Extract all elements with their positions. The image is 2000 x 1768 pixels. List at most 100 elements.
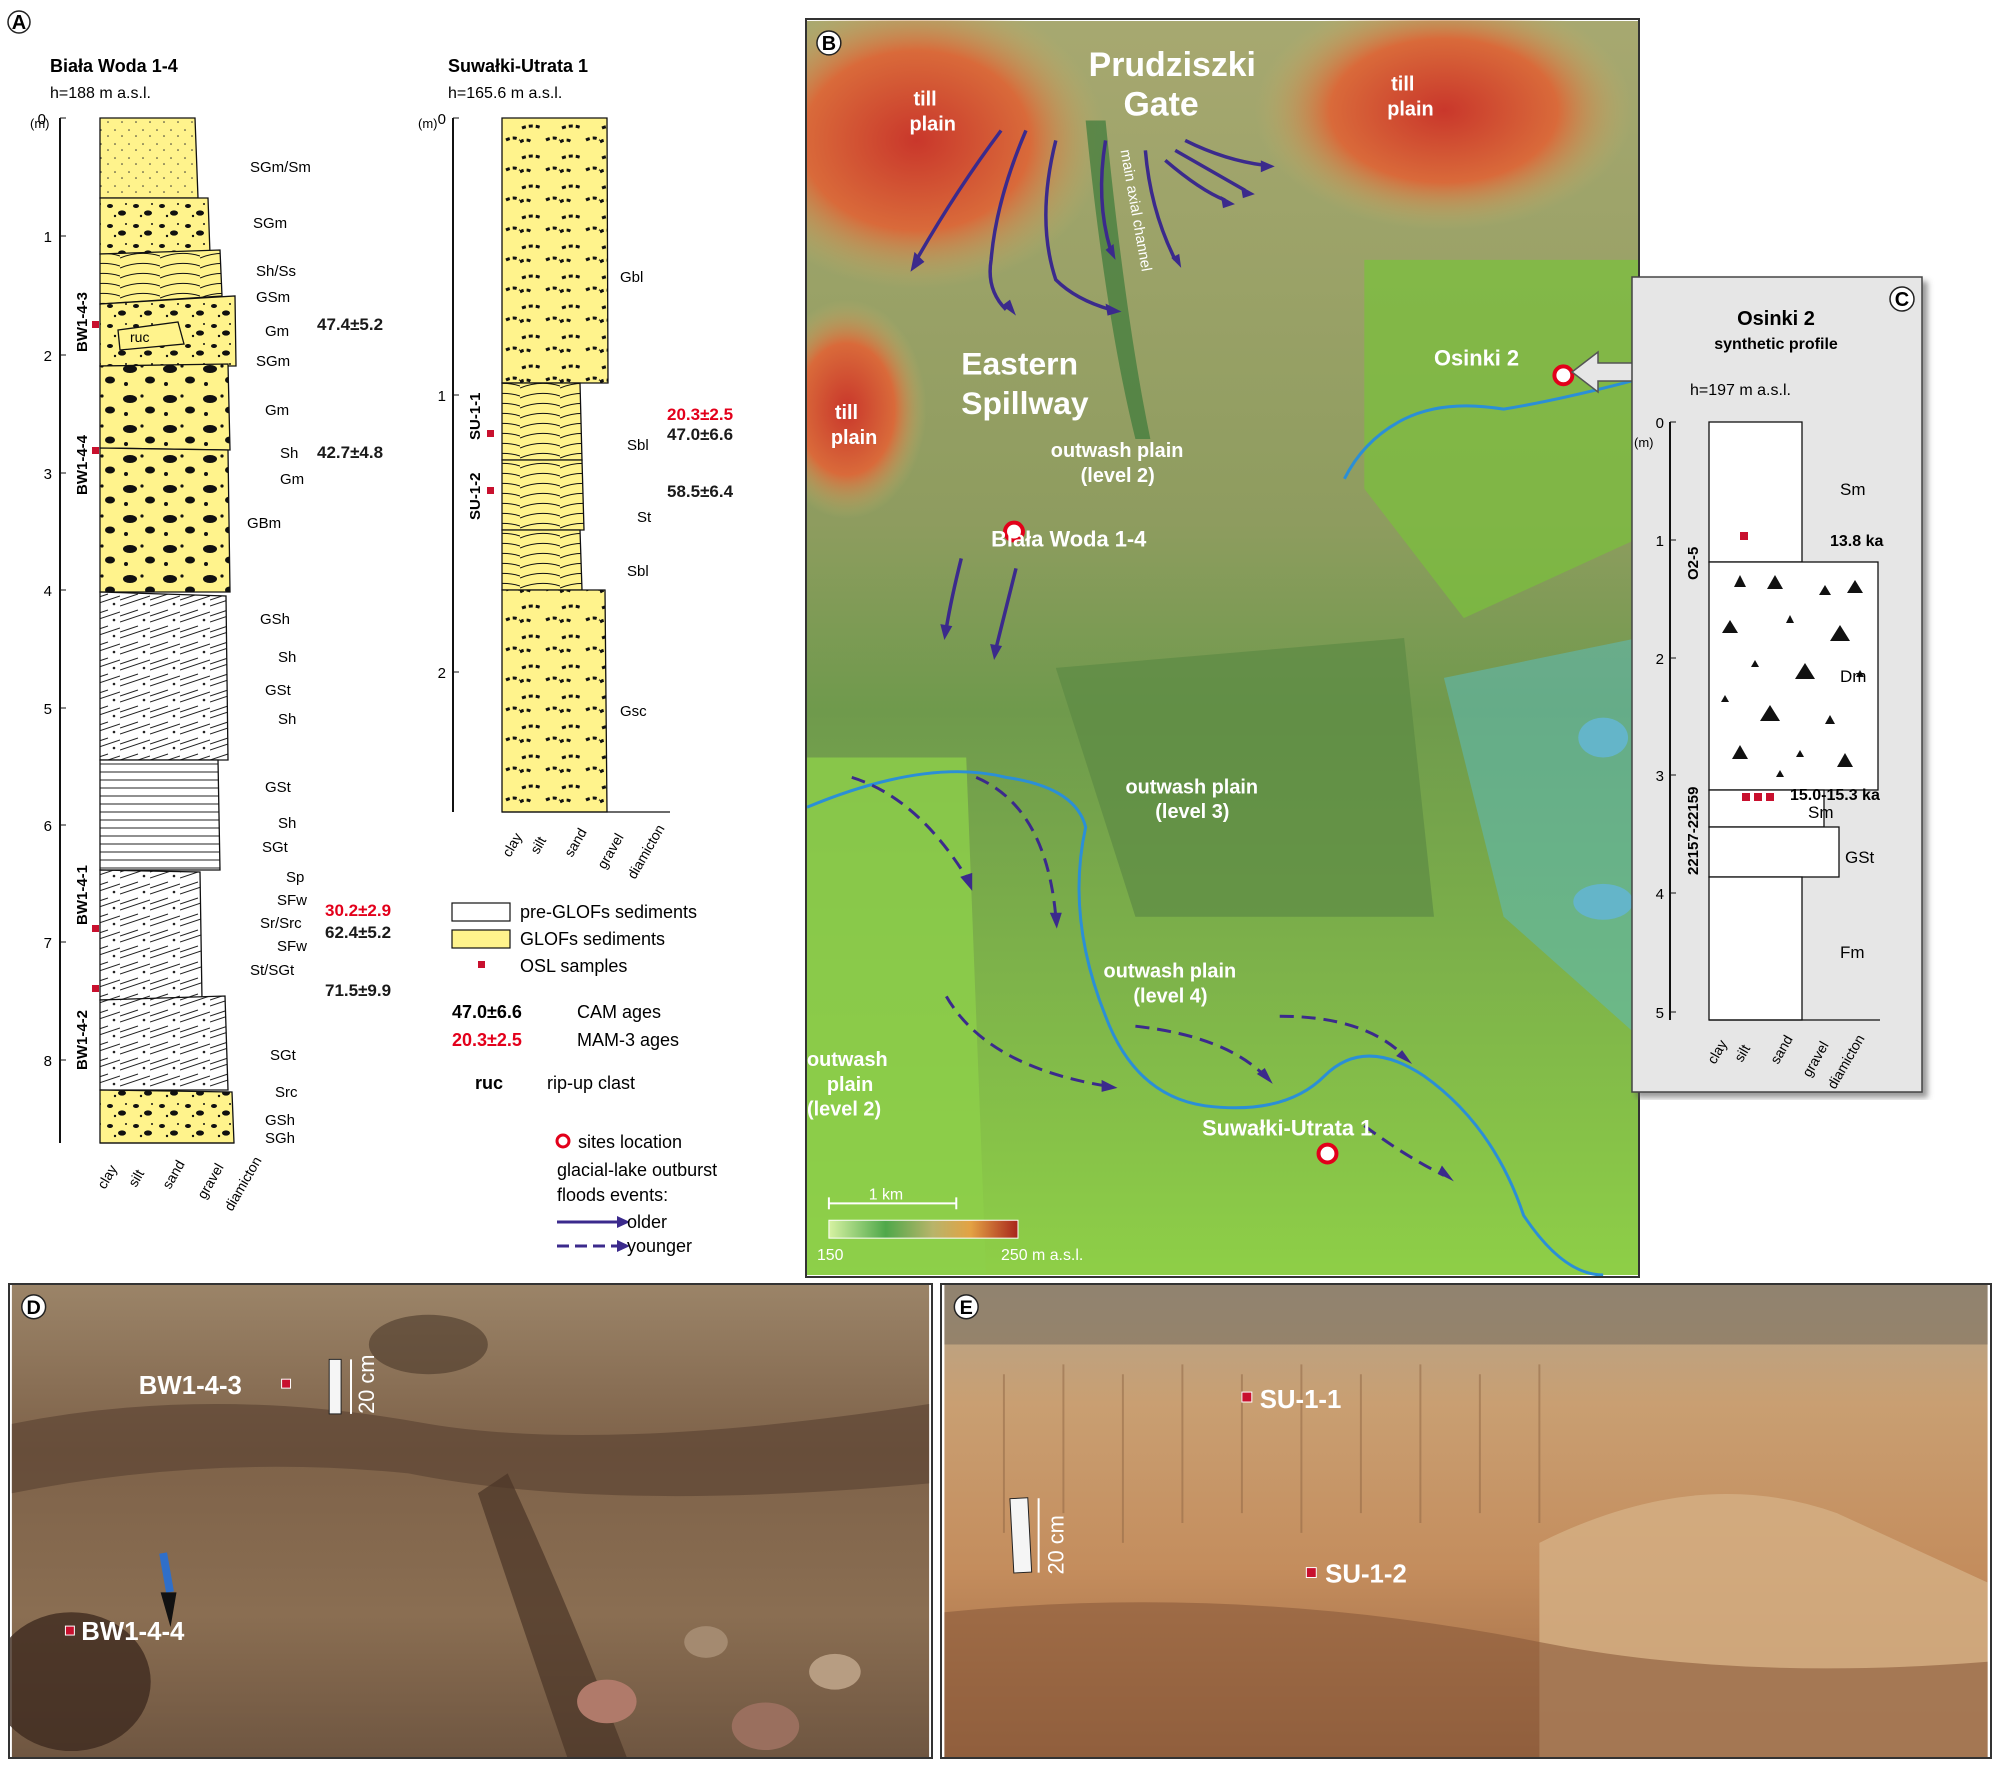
map-label-bw-site: Biała Woda 1-4: [991, 526, 1147, 551]
osinki-sample-labels: O2-5 22157-22159: [1685, 547, 1702, 875]
bw-facies-0: SGm/Sm: [250, 159, 311, 176]
photo-label-bw1-4-3: BW1-4-3: [139, 1372, 242, 1400]
legend-glof-swatch: [451, 929, 511, 949]
bw-depth-ticks: 0 1 2 3 4 5 6 7 8: [38, 111, 66, 1070]
su-osl-markers: [487, 430, 494, 494]
osinki-tick-2: 2: [1656, 651, 1664, 668]
bw-tick-4: 4: [44, 583, 52, 600]
map-label-ow2a: outwash plain: [1051, 440, 1184, 462]
panel-b-map: Prudziszki Gate till plain till plain ti…: [805, 18, 1640, 1278]
legend-site-icon: [555, 1133, 571, 1149]
map-label-ow4a: outwash plain: [1104, 960, 1237, 982]
legend-cam-label: CAM ages: [577, 1002, 661, 1022]
osinki-facies-sm2: Sm: [1808, 803, 1834, 822]
bw-log-column: [99, 117, 237, 1144]
su-facies-0: Gbl: [620, 269, 643, 286]
bw-facies-4: Gm: [265, 323, 289, 340]
osinki-axis-unit: (m): [1634, 435, 1654, 450]
map-label-prudziszki: Prudziszki: [1089, 46, 1256, 84]
bw-axis-unit: (m): [30, 116, 50, 131]
osinki-tick-3: 3: [1656, 768, 1664, 785]
map-label-spillway: Spillway: [961, 385, 1089, 421]
bw-facies-22: SGt: [270, 1047, 297, 1064]
legend-ruc: ruc: [475, 1073, 503, 1093]
su-grain-diamicton: diamicton: [624, 822, 668, 882]
site-marker-su: [1316, 1142, 1339, 1165]
bw-sample-labels: BW1-4-3 BW1-4-4 BW1-4-1 BW1-4-2: [74, 292, 91, 1070]
bw-facies-25: SGh: [265, 1130, 295, 1147]
map-label-till-1b: plain: [910, 113, 956, 135]
map-label-ow3a: outwash plain: [1125, 776, 1258, 798]
osinki-elevation: h=197 m a.s.l.: [1690, 382, 1791, 399]
su-facies-3: Sbl: [627, 563, 649, 580]
map-label-owl-c: (level 2): [807, 1099, 881, 1121]
osinki-tick-0: 0: [1656, 415, 1664, 432]
photo-d-scale: 20 cm: [354, 1355, 379, 1414]
su-ages: 20.3±2.5 47.0±6.6 58.5±6.4: [667, 405, 734, 501]
legend-ruc-label: rip-up clast: [547, 1073, 635, 1093]
map-label-owl-a: outwash: [807, 1049, 888, 1071]
panel-e-photo: E SU-1-1 SU-1-2 20 cm: [940, 1283, 1992, 1759]
osinki-facies-sm: Sm: [1840, 480, 1866, 499]
su-facies-labels: Gbl Sbl St Sbl Gsc: [620, 269, 652, 720]
bw-age-3: 62.4±5.2: [325, 923, 391, 942]
bw-facies-2: Sh/Ss: [256, 263, 296, 280]
bw-facies-14: GSt: [265, 779, 292, 796]
legend: pre-GLOFs sediments GLOFs sediments OSL …: [451, 902, 717, 1256]
map-label-till-3b: plain: [831, 427, 877, 449]
bw-age-1: 42.7±4.8: [317, 443, 383, 462]
older-flood-arrows: [914, 129, 1266, 649]
legend-mam-label: MAM-3 ages: [577, 1030, 679, 1050]
su-sample-label-2: SU-1-2: [467, 472, 484, 520]
su-facies-4: Gsc: [620, 703, 647, 720]
osinki-osl-markers: [1740, 532, 1774, 801]
bw-facies-3: GSm: [256, 289, 290, 306]
panel-c-letter: C: [1895, 289, 1909, 311]
legend-glof: GLOFs sediments: [520, 929, 665, 949]
map-labels: Prudziszki Gate till plain till plain ti…: [807, 46, 1519, 1141]
bw-osl-markers: [92, 321, 99, 992]
bw-facies-7: Sh: [280, 445, 298, 462]
bw-facies-6: Gm: [265, 402, 289, 419]
panel-d-photo: D BW1-4-3 BW1-4-4 20 cm: [8, 1283, 933, 1759]
bw-tick-3: 3: [44, 466, 52, 483]
osinki-grain-silt: silt: [1731, 1042, 1753, 1065]
bw-facies-15: Sh: [278, 815, 296, 832]
map-label-su-site: Suwałki-Utrata 1: [1202, 1116, 1372, 1141]
photo-e-scale: 20 cm: [1043, 1515, 1068, 1574]
su-sample-labels: SU-1-1 SU-1-2: [467, 392, 484, 520]
osinki-sample-22157: 22157-22159: [1685, 787, 1702, 875]
su-age-2: 58.5±6.4: [667, 482, 734, 501]
map-scale-bar: 1 km: [827, 1186, 958, 1210]
panel-b-letter: B: [822, 33, 836, 55]
map-label-owl-b: plain: [827, 1074, 873, 1096]
legend-cam-value: 47.0±6.6: [452, 1002, 522, 1022]
su-age-0: 20.3±2.5: [667, 405, 733, 424]
map-label-till-1: till: [913, 89, 936, 111]
bw-log-elevation: h=188 m a.s.l.: [50, 85, 151, 102]
river-line-north: [1343, 377, 1638, 480]
site-marker-bw: [1003, 520, 1025, 543]
bw-facies-labels: SGm/Sm SGm Sh/Ss GSm Gm SGm Gm Sh Gm GBm…: [247, 159, 311, 1147]
su-tick-0: 0: [438, 111, 446, 128]
bw-grain-gravel: gravel: [194, 1160, 227, 1201]
map-label-osinki-site: Osinki 2: [1434, 345, 1519, 370]
bw-facies-18: SFw: [277, 892, 307, 909]
bw-facies-1: SGm: [253, 215, 287, 232]
legend-pre-glof: pre-GLOFs sediments: [520, 902, 697, 922]
legend-pre-glof-swatch: [451, 902, 511, 922]
su-depth-ticks: 0 1 2: [438, 111, 459, 682]
diamicton-clasts: [1721, 575, 1864, 777]
photo-label-bw1-4-4: BW1-4-4: [81, 1618, 185, 1646]
bw-facies-19: Sr/Src: [260, 915, 302, 932]
bw-tick-1: 1: [44, 229, 52, 246]
osinki-tick-1: 1: [1656, 533, 1664, 550]
osinki-facies-labels: Sm Dm Sm GSt Fm: [1808, 480, 1875, 962]
younger-flood-arrows: [851, 775, 1445, 1177]
site-marker-osinki: [1552, 364, 1575, 387]
osinki-facies-gst: GSt: [1845, 848, 1875, 867]
bw-tick-2: 2: [44, 348, 52, 365]
photo-label-su-1-1: SU-1-1: [1260, 1386, 1342, 1414]
bw-facies-10: GSh: [260, 611, 290, 628]
panel-a-letter: A: [12, 12, 26, 34]
